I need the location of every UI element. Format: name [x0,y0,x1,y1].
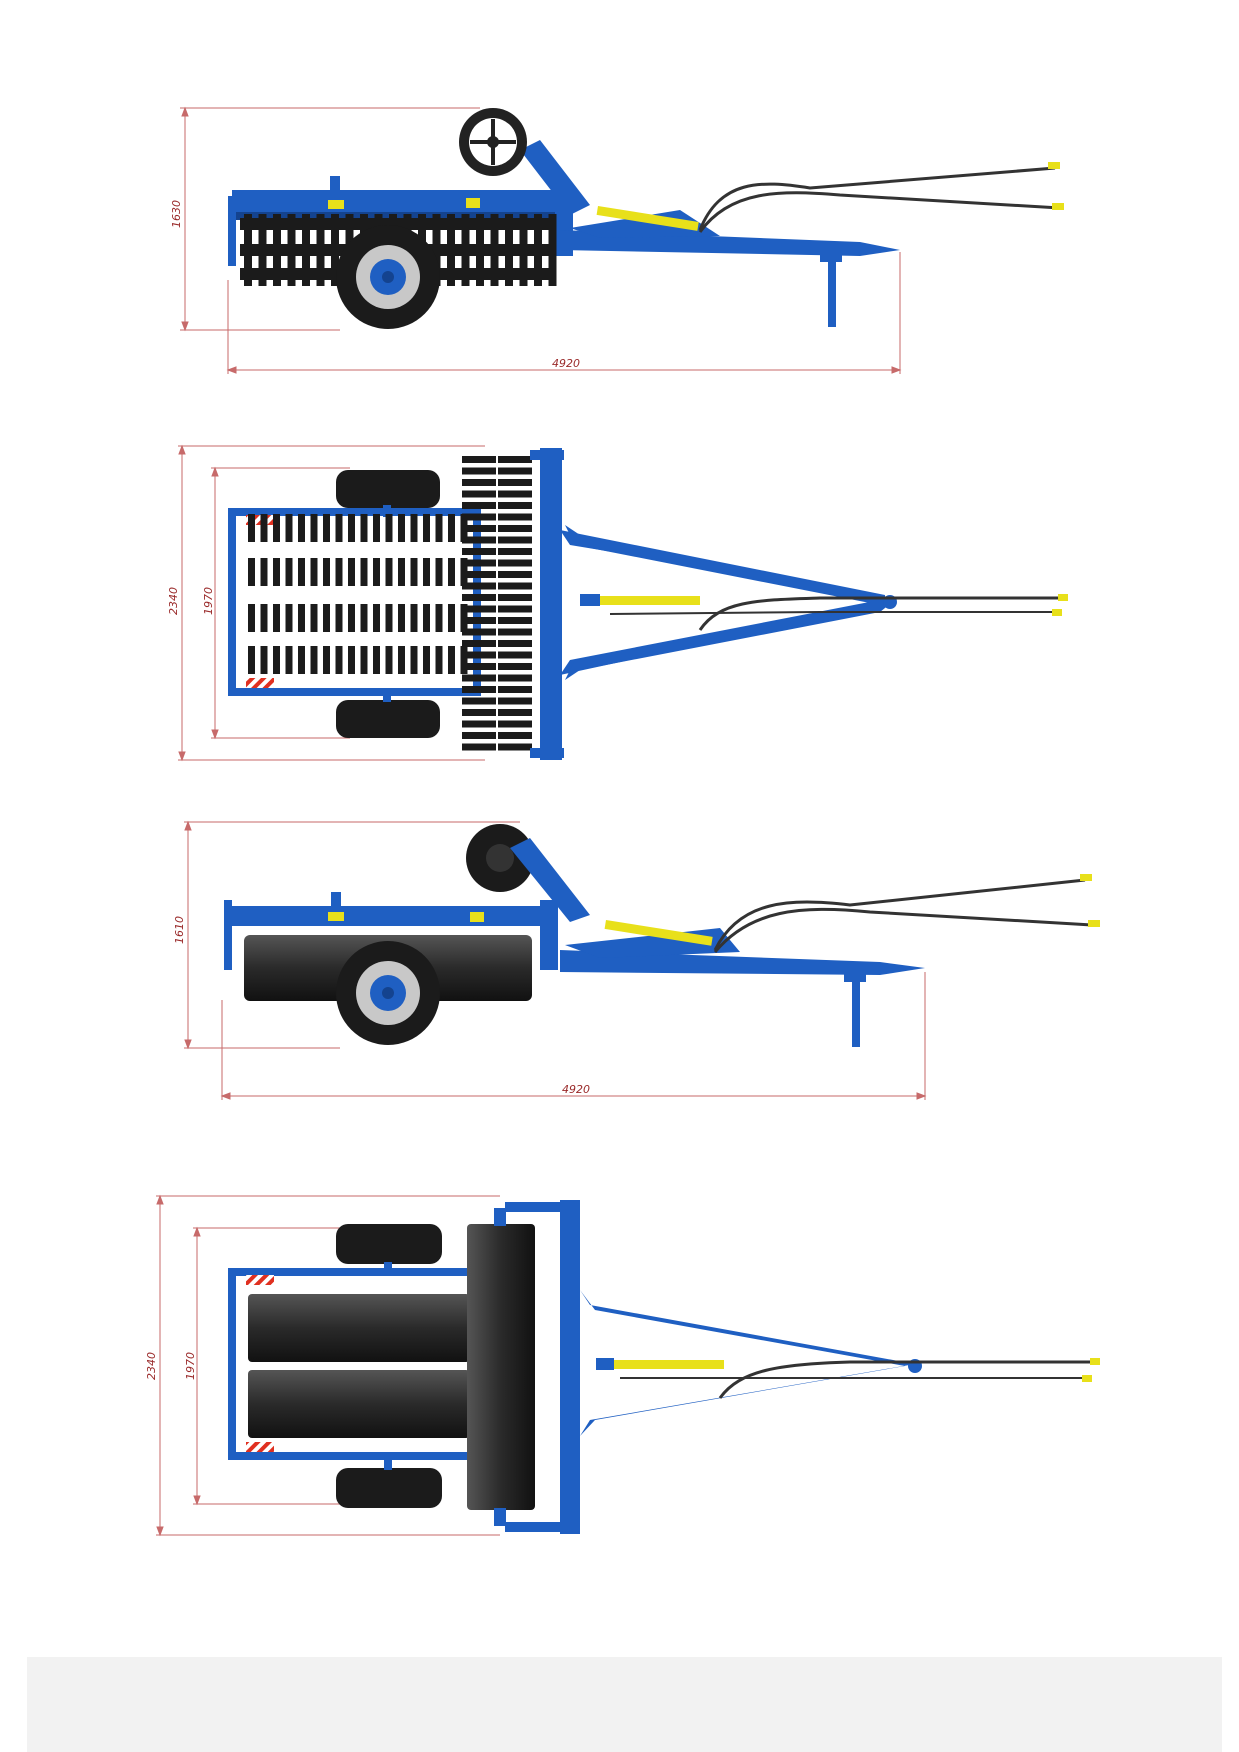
dimension-length-label-3: 4920 [562,1083,590,1096]
view-disc-side: 1630 4920 [170,106,1064,374]
disc-rows-top [248,514,468,674]
transport-wheel-bottom-4 [336,1468,442,1508]
hydraulic-cylinder-top [600,596,700,605]
dimension-working-width-4 [193,1226,340,1506]
hydraulic-cylinder [596,206,699,231]
dimension-outer-width-1 [178,444,485,762]
dimension-height-label-3: 1610 [173,916,186,944]
view-smooth-side: 1610 4920 [173,820,1100,1100]
view-disc-top: 2340 1970 [167,444,1068,762]
hydraulic-hose-top-2 [609,611,1055,615]
main-frame-3 [228,906,556,926]
support-leg [828,255,836,327]
footer-band [27,1657,1222,1752]
dimension-outer-width-label: 2340 [167,587,180,615]
transport-wheel-top-4 [336,1224,442,1264]
front-smooth-roller [467,1224,535,1510]
main-frame [232,190,562,212]
drawbar-3 [560,950,925,975]
hydraulic-hose-lower [698,191,1061,233]
hydraulic-hose-3b [713,907,1093,953]
dimension-outer-width-label-4: 2340 [145,1352,158,1380]
rear-smooth-roller-1 [248,1294,470,1362]
hydraulic-hose-top-4a [718,1360,1092,1399]
transport-wheel-3 [336,941,440,1045]
manufacturer-logo-icon [328,200,344,209]
dimension-outer-width-4 [156,1194,500,1537]
dimension-length-label: 4920 [552,357,580,370]
dimension-working-width-label: 1970 [202,587,215,615]
hydraulic-cylinder-3 [604,920,713,946]
transport-wheel [336,225,440,329]
front-roller-side [466,824,534,892]
rear-smooth-roller-2 [248,1370,470,1438]
dimension-height-3 [184,820,520,1050]
transport-wheel-bottom [336,700,440,738]
support-leg-3 [852,975,860,1047]
dimension-length-3 [220,972,927,1100]
warning-stripe-icon [246,515,274,525]
front-disc-gang [462,456,532,751]
hydraulic-hose-3a [713,878,1086,951]
hydraulic-hose-top-1 [698,596,1060,631]
dimension-length-1 [226,252,902,374]
crumbler-wheel [459,108,527,176]
dimension-height-label: 1630 [170,200,183,228]
view-smooth-top: 2340 1970 [145,1194,1100,1537]
hydraulic-hose-upper [698,166,1056,231]
dimension-working-width-label-4: 1970 [184,1352,197,1380]
dimension-height-1 [180,106,480,332]
dimension-working-width-1 [211,466,350,740]
hydraulic-cylinder-top-4 [612,1360,724,1369]
transport-wheel-top [336,470,440,508]
main-frame-top [228,508,481,696]
